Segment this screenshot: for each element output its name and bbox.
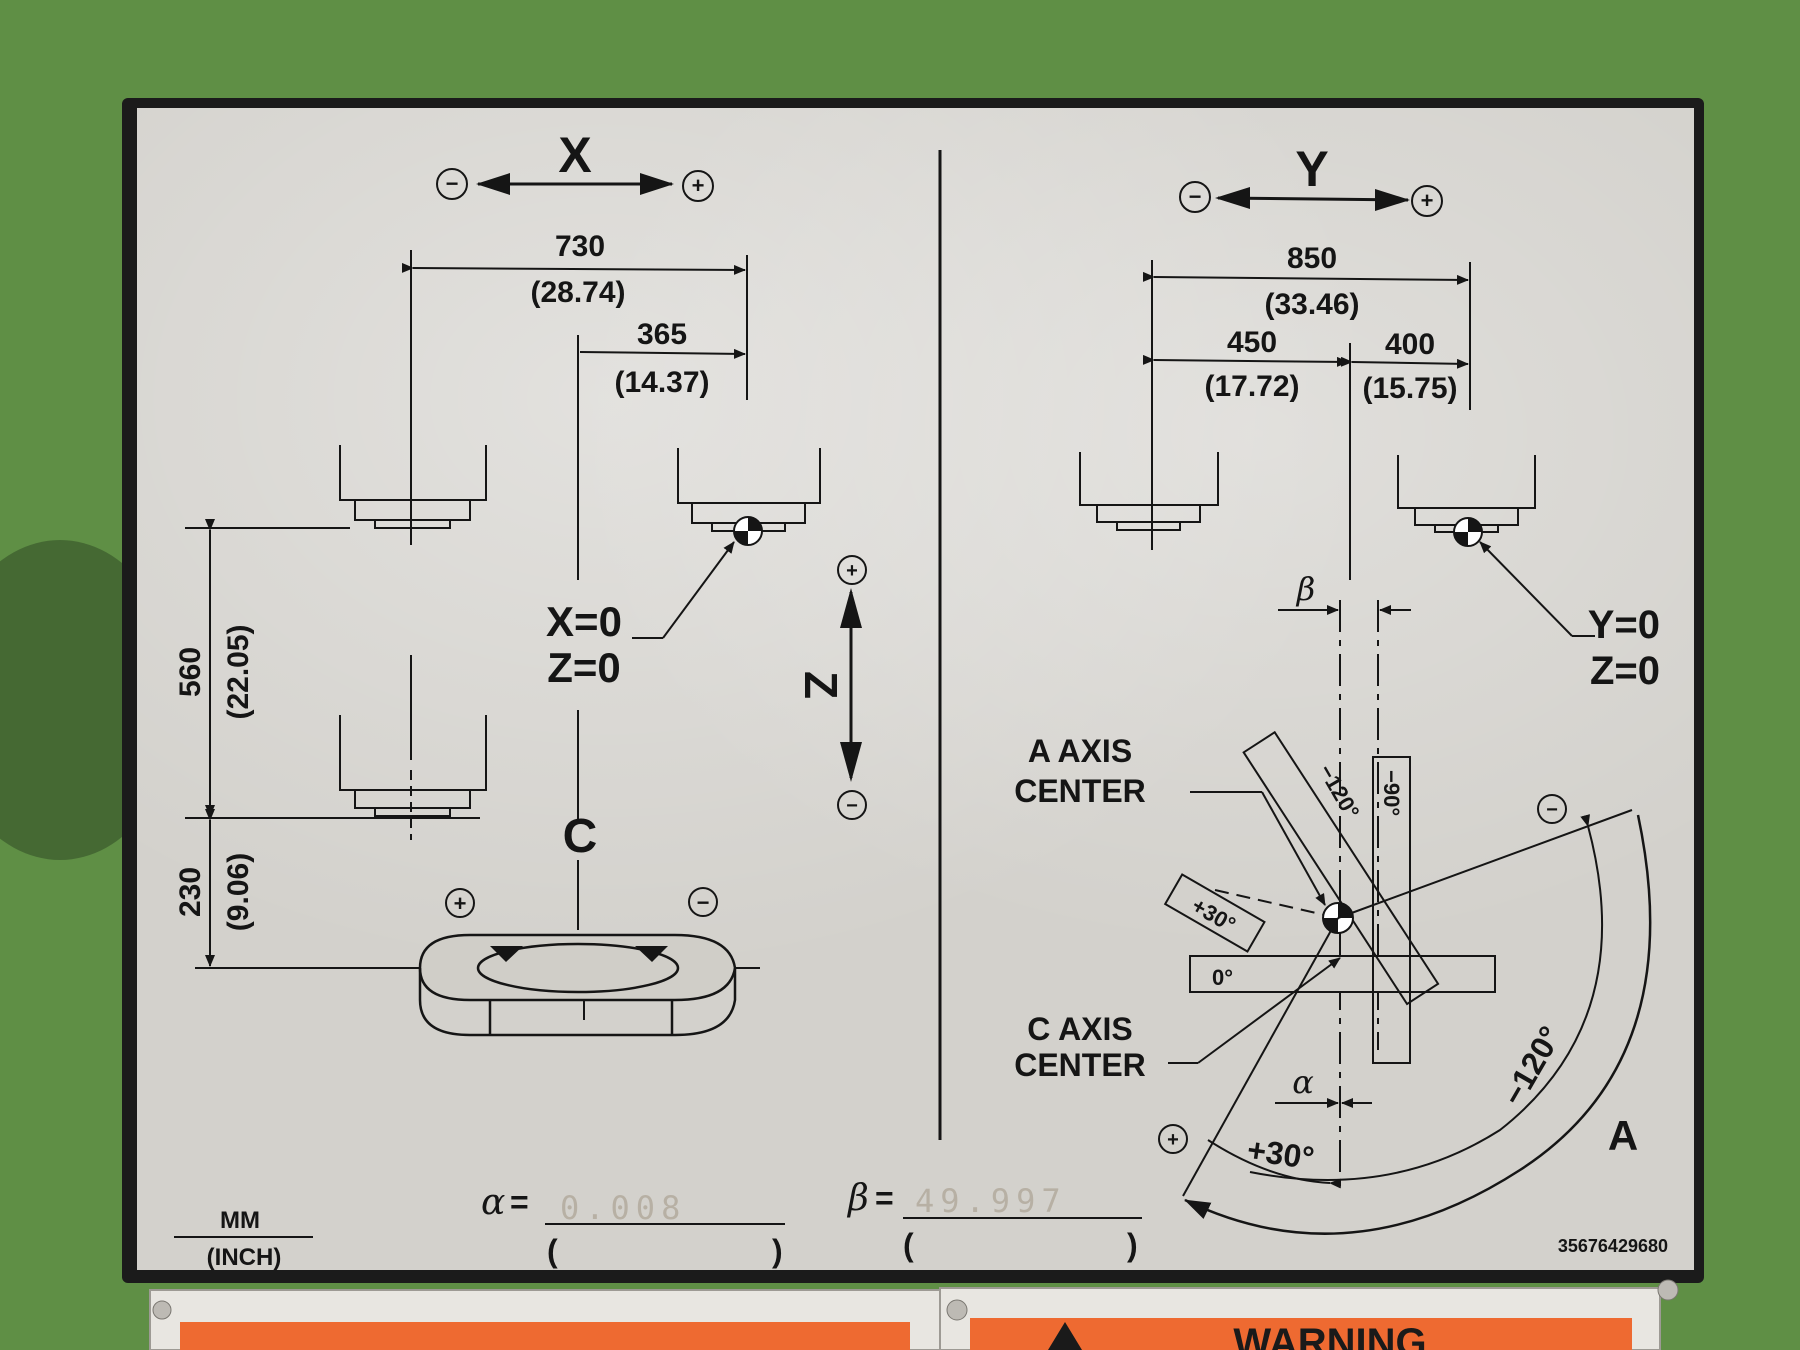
x-plus-label: + <box>692 173 705 198</box>
beta-paren-close: ) <box>1127 1227 1138 1263</box>
bar-minus-120-degrees <box>1242 730 1440 1006</box>
y-zero-label: Y=0 <box>1588 603 1660 647</box>
warning-text: WARNING <box>1233 1321 1426 1350</box>
beta-equals: = <box>875 1180 894 1216</box>
x-travel-inch: (28.74) <box>530 276 625 309</box>
x-half-mm: 365 <box>637 318 687 351</box>
spindle-head-lower-left <box>339 655 487 840</box>
bar-0-label: 0° <box>1212 965 1233 990</box>
z-minus-symbol <box>837 790 867 820</box>
spindle-head-right-1 <box>1079 452 1219 550</box>
y-left-dimension <box>1142 354 1349 367</box>
x-minus-label: − <box>446 171 459 196</box>
a-plus-symbol <box>1158 1124 1188 1154</box>
x-plus-symbol <box>682 170 714 202</box>
a-minus-label: − <box>1546 799 1558 821</box>
x-travel-dimension <box>401 262 746 275</box>
y-minus-symbol <box>1179 181 1211 213</box>
bar-plus-30-degrees <box>1163 873 1266 953</box>
c-minus-symbol <box>688 887 718 917</box>
bottom-labels: WARNING <box>149 1279 1679 1350</box>
bar-minus-90-label: −90° <box>1379 770 1404 816</box>
x-travel-mm: 730 <box>555 230 605 263</box>
c-minus-label: − <box>697 890 710 915</box>
x-minus-symbol <box>436 168 468 200</box>
z-travel-mm: 560 <box>174 647 207 697</box>
y-a-panel <box>1079 181 1652 1235</box>
a-axis-arc-outer <box>1184 814 1652 1235</box>
z-plus-symbol <box>837 555 867 585</box>
x-zero-label: X=0 <box>546 598 622 645</box>
y-travel-inch: (33.46) <box>1264 288 1359 321</box>
alpha-symbol: α <box>481 1182 505 1223</box>
alpha-marker: α <box>1292 1063 1314 1101</box>
a-axis-center-line1: A AXIS <box>1028 733 1132 769</box>
beta-paren-open: ( <box>903 1227 914 1263</box>
c-axis-label: C <box>563 810 598 863</box>
axis-diagram-plate <box>122 98 1704 1283</box>
z-plus-label: + <box>846 560 858 582</box>
alpha-equals: = <box>510 1184 529 1220</box>
beta-value: 49.997 <box>915 1182 1067 1220</box>
spindle-head-upper-left <box>339 445 487 545</box>
y-plus-symbol <box>1411 185 1443 217</box>
z-axis-label: Z <box>795 671 847 699</box>
a-minus-symbol <box>1537 794 1567 824</box>
y-axis-label: Y <box>1295 141 1328 197</box>
beta-symbol: β <box>846 1178 869 1219</box>
bar-0-degrees <box>1189 955 1496 993</box>
z-offset-mm: 230 <box>174 867 207 917</box>
warning-label <box>970 1318 1632 1350</box>
z-travel-inch: (22.05) <box>222 624 255 719</box>
a-axis-label: A <box>1608 1112 1638 1159</box>
y-left-inch: (17.72) <box>1204 370 1299 403</box>
units-mm: MM <box>220 1207 260 1234</box>
alpha-paren-open: ( <box>547 1233 558 1269</box>
serial-number: 35676429680 <box>1558 1236 1668 1256</box>
a-plus-label: + <box>1167 1129 1179 1151</box>
y-right-inch: (15.75) <box>1362 372 1457 405</box>
c-plus-symbol <box>445 888 475 918</box>
y-left-mm: 450 <box>1227 326 1277 359</box>
a-axis-center-line2: CENTER <box>1014 773 1146 809</box>
c-axis-center-line2: CENTER <box>1014 1047 1146 1083</box>
alpha-paren-close: ) <box>772 1233 783 1269</box>
z-minus-label: − <box>846 795 858 817</box>
x-z-panel <box>174 168 1142 1238</box>
units-inch: (INCH) <box>207 1244 282 1271</box>
beta-marker: β <box>1296 570 1316 608</box>
y-zero-z-label: Z=0 <box>1590 649 1660 693</box>
c-plus-label: + <box>454 891 467 916</box>
x-half-inch: (14.37) <box>614 366 709 399</box>
y-plus-label: + <box>1421 188 1434 213</box>
y-right-mm: 400 <box>1385 328 1435 361</box>
x-half-dimension <box>579 348 746 359</box>
y-minus-label: − <box>1189 184 1202 209</box>
alpha-value: 0.008 <box>560 1189 686 1227</box>
x-axis-label: X <box>558 127 591 183</box>
bar-minus-90-degrees <box>1372 756 1411 1064</box>
c-rotary-table <box>418 933 737 1037</box>
y-right-dimension <box>1340 356 1469 369</box>
x-zero-z-label: Z=0 <box>547 644 621 691</box>
c-axis-center-line1: C AXIS <box>1027 1011 1133 1047</box>
y-travel-dimension <box>1142 271 1469 285</box>
z-offset-inch: (9.06) <box>222 853 255 931</box>
y-travel-mm: 850 <box>1287 242 1337 275</box>
warning-icon <box>1048 1322 1082 1350</box>
